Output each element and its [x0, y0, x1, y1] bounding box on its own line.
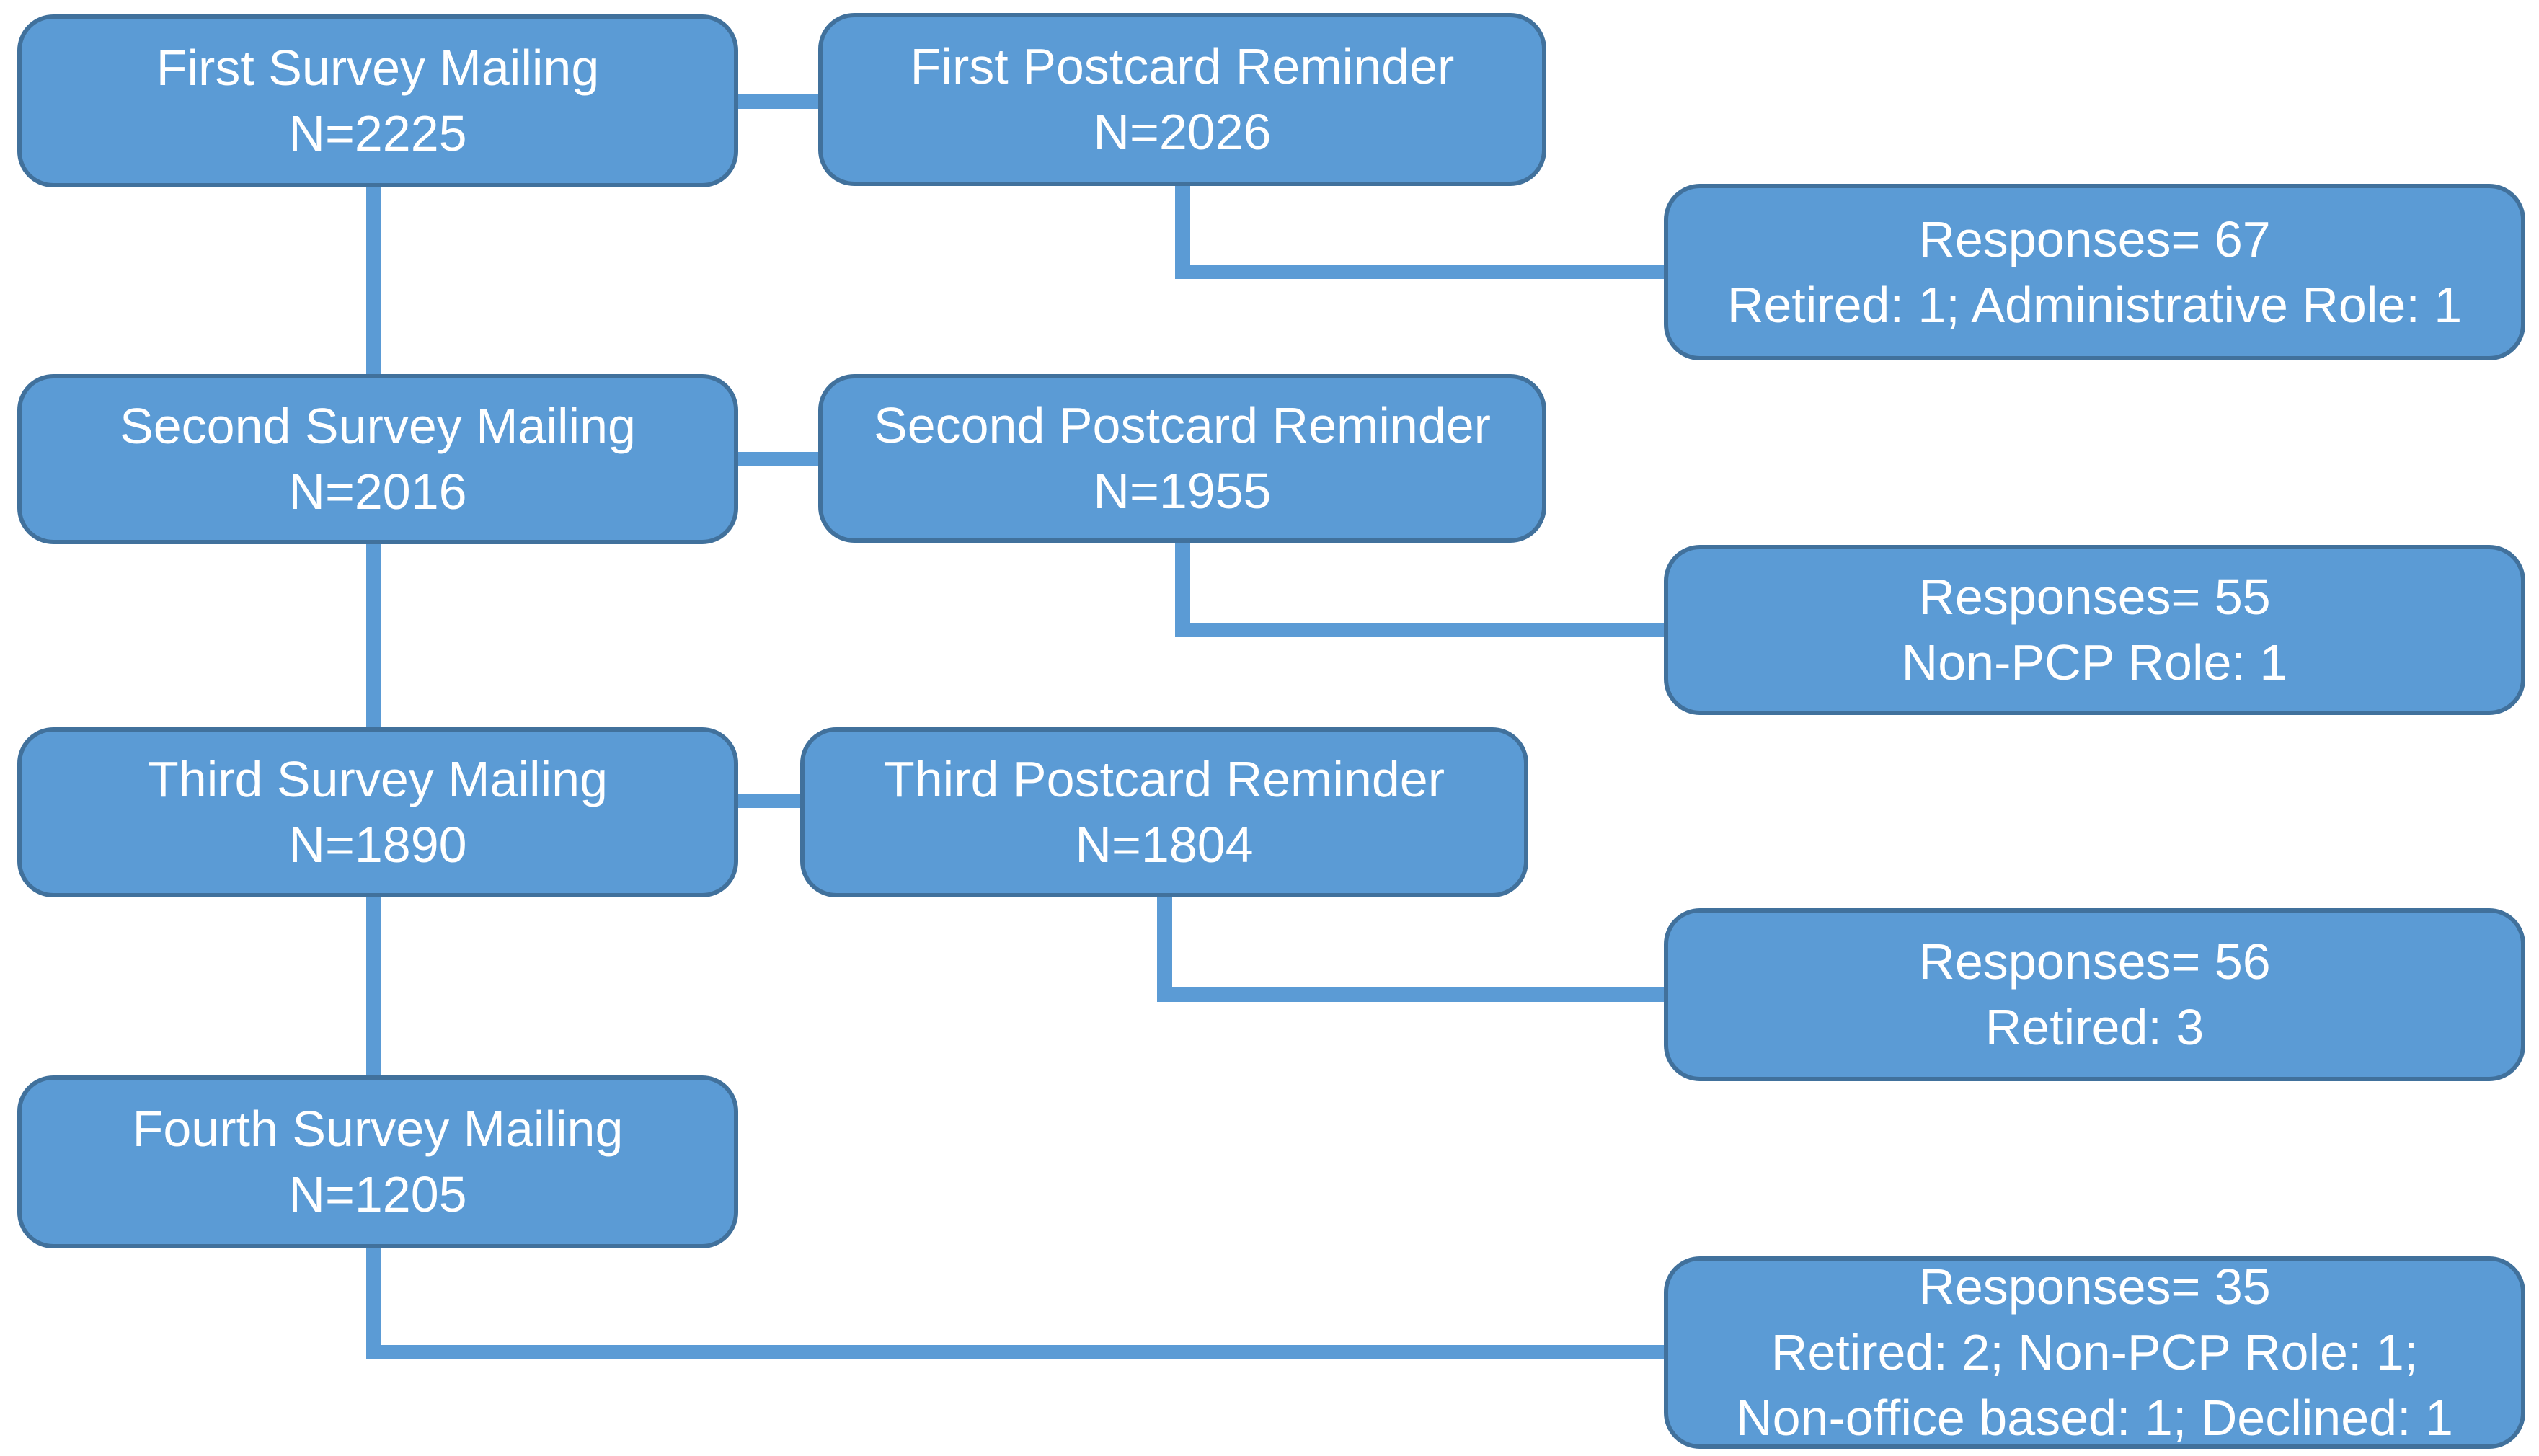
first-survey-mailing-title: First Survey Mailing: [156, 40, 600, 96]
third-postcard-reminder-count: N=1804: [1075, 817, 1254, 873]
responses-2-detail: Non-PCP Role: 1: [1901, 634, 2288, 691]
responses-3-detail: Retired: 3: [1985, 999, 2205, 1055]
fourth-survey-mailing-title: Fourth Survey Mailing: [132, 1101, 624, 1157]
connector-survey1-to-survey2: [366, 186, 381, 374]
responses-2-box: Responses= 55 Non-PCP Role: 1: [1664, 545, 2525, 715]
responses-3-box: Responses= 56 Retired: 3: [1664, 908, 2525, 1081]
connector-survey3-to-postcard3: [737, 794, 800, 808]
first-survey-mailing-box: First Survey Mailing N=2225: [17, 14, 738, 187]
responses-4-count: Responses= 35: [1918, 1259, 2271, 1315]
first-postcard-reminder-title: First Postcard Reminder: [910, 38, 1455, 94]
responses-1-detail: Retired: 1; Administrative Role: 1: [1727, 276, 2463, 333]
connector-postcard1-to-response1-vertical: [1175, 185, 1190, 279]
third-postcard-reminder-title: Third Postcard Reminder: [883, 751, 1445, 807]
responses-1-count: Responses= 67: [1918, 210, 2271, 267]
connector-survey4-to-response4-horizontal: [366, 1345, 1664, 1359]
third-postcard-reminder-box: Third Postcard Reminder N=1804: [800, 727, 1528, 897]
responses-3-count: Responses= 56: [1918, 933, 2271, 990]
second-postcard-reminder-box: Second Postcard Reminder N=1955: [818, 374, 1546, 543]
second-survey-mailing-title: Second Survey Mailing: [120, 398, 636, 454]
responses-1-box: Responses= 67 Retired: 1; Administrative…: [1664, 184, 2525, 360]
second-survey-mailing-count: N=2016: [288, 463, 467, 520]
second-postcard-reminder-count: N=1955: [1093, 463, 1272, 519]
responses-4-detail-2: Non-office based: 1; Declined: 1: [1736, 1390, 2453, 1446]
third-survey-mailing-count: N=1890: [288, 817, 467, 873]
connector-survey2-to-survey3: [366, 543, 381, 727]
connector-postcard2-to-response2-horizontal: [1175, 623, 1664, 637]
first-survey-mailing-count: N=2225: [288, 105, 467, 161]
second-survey-mailing-box: Second Survey Mailing N=2016: [17, 374, 738, 544]
third-survey-mailing-title: Third Survey Mailing: [148, 751, 608, 807]
third-survey-mailing-box: Third Survey Mailing N=1890: [17, 727, 738, 897]
connector-survey1-to-postcard1: [737, 94, 818, 109]
responses-4-box: Responses= 35 Retired: 2; Non-PCP Role: …: [1664, 1256, 2525, 1449]
connector-survey4-to-response4-vertical: [366, 1246, 381, 1359]
first-postcard-reminder-box: First Postcard Reminder N=2026: [818, 13, 1546, 186]
connector-postcard3-to-response3-horizontal: [1157, 987, 1664, 1002]
fourth-survey-mailing-count: N=1205: [288, 1166, 467, 1222]
first-postcard-reminder-count: N=2026: [1093, 104, 1272, 160]
connector-survey2-to-postcard2: [737, 452, 818, 466]
responses-2-count: Responses= 55: [1918, 569, 2271, 625]
fourth-survey-mailing-box: Fourth Survey Mailing N=1205: [17, 1075, 738, 1248]
connector-postcard1-to-response1-horizontal: [1175, 265, 1664, 279]
connector-survey3-to-survey4: [366, 896, 381, 1075]
responses-4-detail-1: Retired: 2; Non-PCP Role: 1;: [1771, 1324, 2419, 1380]
second-postcard-reminder-title: Second Postcard Reminder: [874, 397, 1491, 453]
connector-postcard3-to-response3-vertical: [1157, 895, 1172, 1002]
connector-postcard2-to-response2-vertical: [1175, 541, 1190, 637]
